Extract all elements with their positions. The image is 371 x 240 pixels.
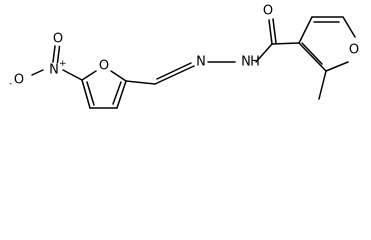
atom-furan2-o: O	[349, 43, 359, 58]
bond-c3-c4	[298, 16, 313, 44]
bond-carbonyl-c3	[271, 42, 300, 45]
bond-c5-c4-double	[86, 81, 95, 106]
molecule-drawing: N + O - O O N N H O O	[9, 4, 359, 109]
bond-c2-c3	[298, 42, 327, 72]
bond-n-c5	[62, 69, 83, 81]
atom-nitro-n: N	[49, 63, 59, 78]
atom-carbonyl-o: O	[263, 4, 273, 19]
bond-c2-o1	[110, 70, 127, 82]
bond-c-o-double	[272, 18, 277, 44]
atom-hydrazone-h: H	[250, 55, 260, 70]
charge-plus: +	[59, 59, 67, 69]
atom-hydrazone-n1: N	[196, 55, 206, 70]
atom-furan1-o: O	[99, 59, 109, 74]
bond-o1-c5	[81, 70, 97, 81]
atom-nitro-o-left: O	[14, 73, 24, 88]
bond-c5-c4	[81, 79, 91, 109]
bond-c2-methyl	[318, 70, 327, 100]
bond-c2-c3-double	[301, 42, 323, 65]
bond-n2-carbonyl	[255, 43, 273, 63]
bond-n-o-up	[52, 45, 56, 63]
charge-minus: -	[9, 79, 12, 89]
bond-c5-o	[342, 16, 356, 38]
structure-diagram: N + O - O O N N H O O	[9, 4, 359, 109]
bond-c3-c2	[116, 80, 127, 109]
bond-ch-n1-double	[156, 62, 192, 80]
atom-hydrazone-n2: N	[241, 55, 251, 70]
bond-o-c2	[325, 61, 349, 72]
bond-n-o-up-double	[56, 45, 61, 64]
bond-n-o-left	[31, 69, 44, 76]
bond-c3-c2-double	[112, 81, 122, 105]
bond-c2-ch	[125, 80, 156, 85]
bond-ch-n1	[154, 65, 195, 85]
atom-nitro-o-up: O	[53, 32, 63, 47]
bond-c-o	[268, 19, 273, 45]
